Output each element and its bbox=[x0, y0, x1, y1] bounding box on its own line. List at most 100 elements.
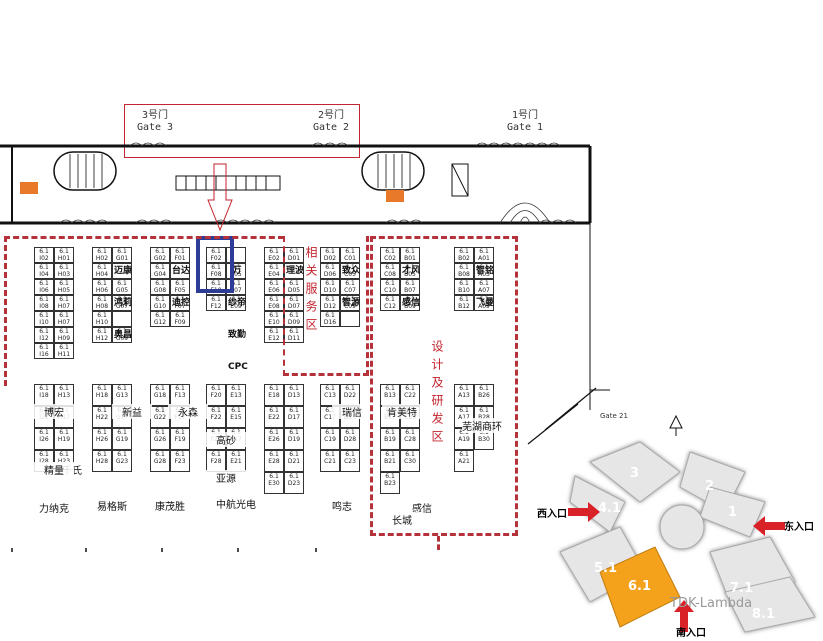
booth[interactable]: 6.1 G08 bbox=[150, 279, 170, 295]
booth[interactable]: 6.1 G07 bbox=[112, 295, 132, 311]
booth[interactable]: 6.1 C13 bbox=[320, 384, 340, 406]
booth[interactable]: 6.1 H07 bbox=[54, 295, 74, 311]
booth[interactable]: 6.1 H04 bbox=[92, 263, 112, 279]
booth[interactable]: 6.1 B01 bbox=[400, 247, 420, 263]
booth[interactable]: 6.1 G13 bbox=[112, 384, 132, 406]
booth[interactable]: 6.1 G02 bbox=[150, 247, 170, 263]
booth[interactable]: 6.1 G18 bbox=[150, 384, 170, 406]
booth[interactable]: 6.1 D22 bbox=[340, 384, 360, 406]
booth[interactable]: 6.1 D16 bbox=[320, 311, 340, 327]
booth[interactable]: 6.1 C28 bbox=[400, 428, 420, 450]
booth[interactable]: 6.1 C09 bbox=[340, 295, 360, 311]
booth[interactable]: 6.1 G28 bbox=[150, 450, 170, 472]
booth[interactable]: 6.1 G26 bbox=[150, 428, 170, 450]
booth[interactable]: 6.1 H06 bbox=[92, 279, 112, 295]
booth[interactable]: 6.1 G19 bbox=[112, 428, 132, 450]
booth[interactable]: 6.1 H18 bbox=[92, 384, 112, 406]
booth[interactable]: 6.1 D21 bbox=[284, 450, 304, 472]
booth[interactable]: 6.1 G23 bbox=[112, 450, 132, 472]
booth[interactable]: 6.1 F05 bbox=[170, 279, 190, 295]
booth[interactable]: 6.1 F12 bbox=[206, 295, 226, 311]
booth[interactable]: 6.1 E26 bbox=[264, 428, 284, 450]
booth[interactable]: 6.1 I18 bbox=[34, 384, 54, 406]
booth[interactable]: 6.1 C10 bbox=[380, 279, 400, 295]
booth[interactable]: 6.1 I04 bbox=[34, 263, 54, 279]
booth[interactable]: 6.1 D28 bbox=[340, 428, 360, 450]
booth[interactable]: 6.1 C01 bbox=[340, 247, 360, 263]
booth[interactable]: 6.1 C07 bbox=[340, 279, 360, 295]
booth[interactable]: 6.1 F07 bbox=[170, 295, 190, 311]
booth[interactable]: 6.1 A21 bbox=[454, 450, 474, 472]
booth[interactable]: 6.1 F23 bbox=[170, 450, 190, 472]
booth[interactable]: 6.1 H19 bbox=[54, 428, 74, 450]
booth[interactable]: 6.1 C21 bbox=[320, 450, 340, 472]
booth[interactable]: 6.1 C12 bbox=[380, 295, 400, 311]
booth[interactable] bbox=[170, 263, 190, 279]
booth[interactable] bbox=[112, 311, 132, 327]
booth[interactable]: 6.1 F09 bbox=[170, 311, 190, 327]
booth[interactable]: 6.1 C23 bbox=[340, 450, 360, 472]
booth[interactable]: 6.1 D06 bbox=[320, 263, 340, 279]
booth[interactable]: 6.1 E13 bbox=[226, 384, 246, 406]
booth[interactable]: 6.1 H11 bbox=[54, 343, 74, 359]
booth[interactable]: 6.1 G09 bbox=[112, 327, 132, 343]
booth[interactable]: 6.1 E21 bbox=[226, 450, 246, 472]
booth[interactable]: 6.1 A01 bbox=[474, 247, 494, 263]
booth[interactable]: 6.1 F20 bbox=[206, 384, 226, 406]
booth[interactable]: 6.1 E15 bbox=[226, 406, 246, 428]
booth[interactable]: 6.1 I12 bbox=[34, 327, 54, 343]
booth[interactable]: 6.1 B02 bbox=[454, 247, 474, 263]
booth[interactable]: 6.1 B19 bbox=[380, 428, 400, 450]
booth[interactable]: 6.1 E02 bbox=[264, 247, 284, 263]
booth[interactable]: 6.1 G05 bbox=[112, 279, 132, 295]
booth[interactable]: 6.1 G10 bbox=[150, 295, 170, 311]
booth[interactable]: 6.1 G04 bbox=[150, 263, 170, 279]
booth[interactable]: 6.1 D17 bbox=[284, 406, 304, 428]
booth[interactable]: 6.1 D23 bbox=[284, 472, 304, 494]
booth[interactable]: 6.1 D13 bbox=[284, 384, 304, 406]
booth[interactable]: 6.1 I26 bbox=[34, 428, 54, 450]
highlighted-booth[interactable] bbox=[196, 236, 234, 293]
booth[interactable]: 6.1 B26 bbox=[474, 384, 494, 406]
booth[interactable]: 6.1 B12 bbox=[454, 295, 474, 311]
booth[interactable]: 6.1 B13 bbox=[380, 384, 400, 406]
booth[interactable]: 6.1 F01 bbox=[170, 247, 190, 263]
booth[interactable]: 6.1 H26 bbox=[92, 428, 112, 450]
booth[interactable]: 6.1 F22 bbox=[206, 406, 226, 428]
booth[interactable]: 6.1 H13 bbox=[54, 384, 74, 406]
booth[interactable]: 6.1 D19 bbox=[284, 428, 304, 450]
booth[interactable]: 6.1 D02 bbox=[320, 247, 340, 263]
booth[interactable]: 6.1 G12 bbox=[150, 311, 170, 327]
booth[interactable]: 6.1 C08 bbox=[380, 263, 400, 279]
booth[interactable]: 6.1 E28 bbox=[264, 450, 284, 472]
booth[interactable]: 6.1 D01 bbox=[284, 247, 304, 263]
booth[interactable]: 6.1 B05 bbox=[400, 263, 420, 279]
booth[interactable]: 6.1 H10 bbox=[92, 311, 112, 327]
booth[interactable]: 6.1 G22 bbox=[150, 406, 170, 428]
booth[interactable]: 6.1 E08 bbox=[264, 295, 284, 311]
booth[interactable]: 6.1 H12 bbox=[92, 327, 112, 343]
booth[interactable]: 6.1 D10 bbox=[320, 279, 340, 295]
booth[interactable] bbox=[112, 263, 132, 279]
booth[interactable]: 6.1 I06 bbox=[34, 279, 54, 295]
booth[interactable]: 6.1 B23 bbox=[380, 472, 400, 494]
booth[interactable]: 6.1 B09 bbox=[400, 295, 420, 311]
booth[interactable]: 6.1 A07 bbox=[474, 279, 494, 295]
booth[interactable]: 6.1 C19 bbox=[320, 428, 340, 450]
booth[interactable]: 6.1 H09 bbox=[54, 327, 74, 343]
booth[interactable]: 6.1 C30 bbox=[400, 450, 420, 472]
booth[interactable]: 6.1 F08 bbox=[206, 263, 226, 279]
booth[interactable]: 6.1 A05 bbox=[474, 263, 494, 279]
booth[interactable]: 6.1 I08 bbox=[34, 295, 54, 311]
booth[interactable]: 6.1 H07 bbox=[54, 311, 74, 327]
booth[interactable]: 6.1 F13 bbox=[170, 384, 190, 406]
booth[interactable]: 6.1 E22 bbox=[264, 406, 284, 428]
booth[interactable]: 6.1 F28 bbox=[206, 450, 226, 472]
booth[interactable]: 6.1 F19 bbox=[170, 428, 190, 450]
booth[interactable]: 6.1 H22 bbox=[92, 406, 112, 428]
booth[interactable]: 6.1 A09 bbox=[474, 295, 494, 311]
booth[interactable]: 6.1 B21 bbox=[380, 450, 400, 472]
booth[interactable]: 6.1 H02 bbox=[92, 247, 112, 263]
booth[interactable]: 6.1 I02 bbox=[34, 247, 54, 263]
booth[interactable]: 6.1 C05 bbox=[340, 263, 360, 279]
